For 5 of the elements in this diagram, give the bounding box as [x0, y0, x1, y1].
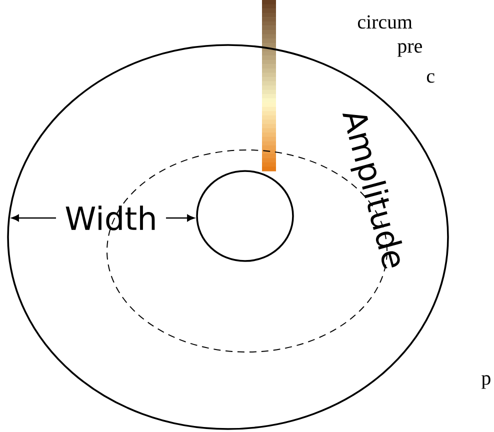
text-fragment: c [426, 73, 434, 83]
dimension-label: Width [66, 206, 155, 230]
text-fragment: circum [358, 15, 412, 29]
text-fragment: p [482, 375, 490, 389]
text-fragment: pre [398, 43, 422, 57]
